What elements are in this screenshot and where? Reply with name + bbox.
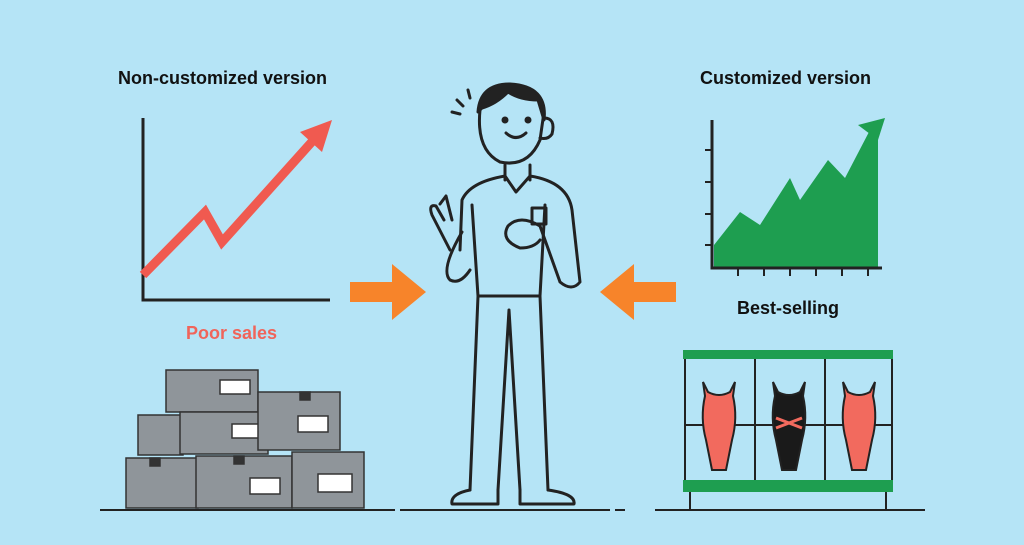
- arrow-head: [300, 120, 332, 152]
- arrow-left-icon: [600, 264, 676, 320]
- non-customized-label: Non-customized version: [118, 68, 328, 88]
- non-customized-chart: [139, 118, 332, 302]
- arrow-right-icon: [350, 264, 426, 320]
- unsold-boxes: [125, 369, 365, 509]
- person: [429, 82, 582, 506]
- swimsuit: [701, 381, 877, 471]
- poor-sales-label: Poor sales: [186, 323, 278, 343]
- clothing-rack: [683, 350, 893, 510]
- customized-label: Customized version: [700, 68, 872, 88]
- customized-chart: [705, 118, 885, 276]
- rising-line: [139, 131, 322, 279]
- best-selling-label: Best-selling: [737, 298, 840, 318]
